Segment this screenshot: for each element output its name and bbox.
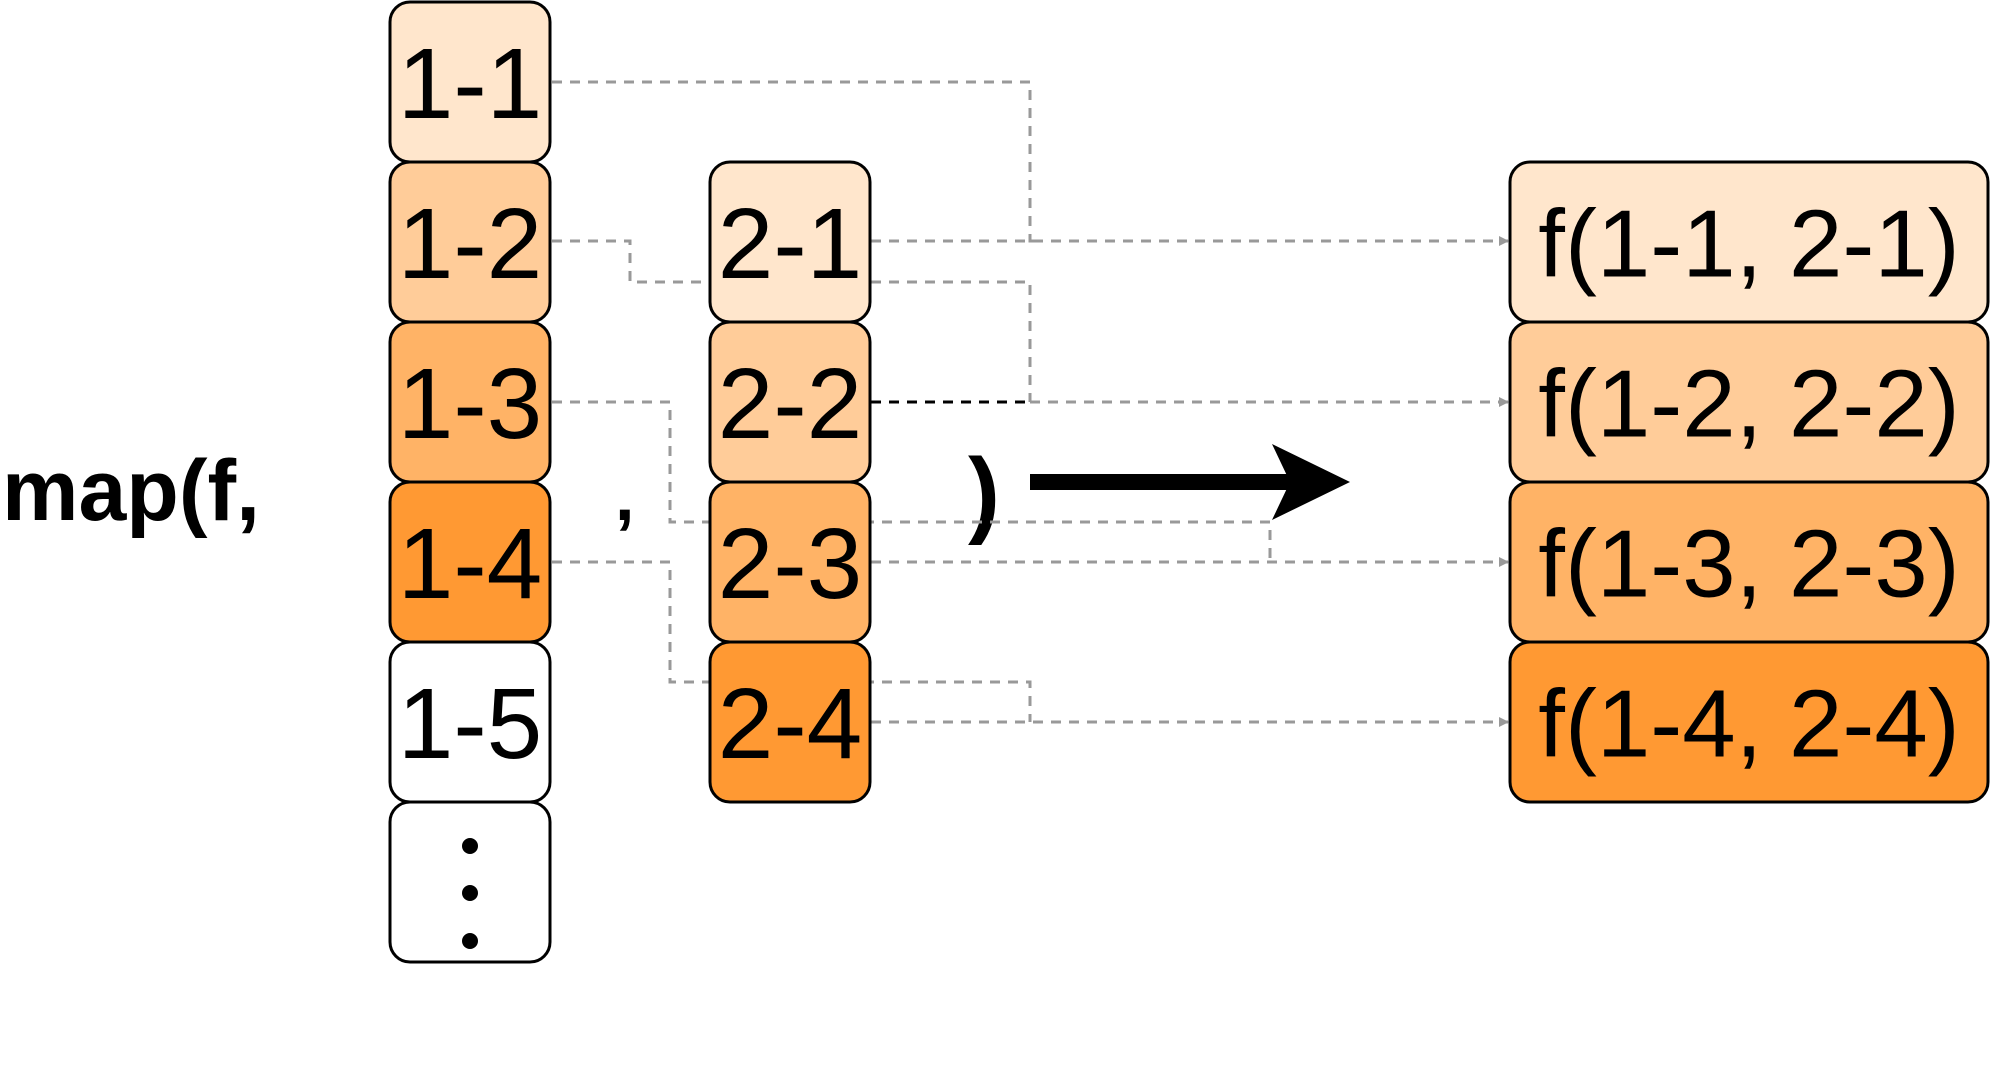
column-1-cell-4-label: 1-4	[398, 508, 543, 620]
column-2: 2-1 2-2 2-3 2-4	[708, 160, 872, 804]
column-1: 1-1 1-2 1-3 1-4 1-5	[388, 0, 552, 964]
right-arrow-icon	[1030, 444, 1350, 520]
column-1-cell-6-box	[388, 800, 552, 964]
column-1-cell-1: 1-1	[388, 0, 552, 164]
connector-1-4	[552, 560, 1032, 722]
column-2-cell-4-box	[708, 640, 872, 804]
column-2-cell-2-label: 2-2	[718, 348, 863, 460]
result-cell-4-box	[1508, 640, 1990, 804]
column-1-cell-4: 1-4	[388, 480, 552, 644]
result-cell-2: f(1-2, 2-2)	[1508, 320, 1990, 484]
column-2-cell-1-label: 2-1	[718, 188, 863, 300]
result-column: f(1-1, 2-1) f(1-2, 2-2) f(1-3, 2-3) f(1-4, …	[1508, 160, 1990, 804]
result-cell-1-label: f(1-1, 2-1)	[1538, 191, 1959, 298]
column-2-cell-4-label: 2-4	[718, 668, 863, 780]
result-cell-4-label: f(1-4, 2-4)	[1538, 671, 1959, 778]
connector-1-3	[552, 400, 1272, 562]
column-1-cell-3-label: 1-3	[398, 348, 543, 460]
result-cell-3: f(1-3, 2-3)	[1508, 480, 1990, 644]
column-1-cell-5: 1-5	[388, 640, 552, 804]
column-1-cell-1-label: 1-1	[398, 28, 543, 140]
closing-paren: )	[968, 439, 1000, 546]
result-cell-3-label: f(1-3, 2-3)	[1538, 511, 1959, 618]
column-2-cell-3-label: 2-3	[718, 508, 863, 620]
result-cell-4: f(1-4, 2-4)	[1508, 640, 1990, 804]
vertical-ellipsis-icon	[462, 838, 478, 949]
column-2-cell-4: 2-4	[708, 640, 872, 804]
column-2-cell-3: 2-3	[708, 480, 872, 644]
column-2-cell-1: 2-1	[708, 160, 872, 324]
column-1-cell-2-label: 1-2	[398, 188, 543, 300]
connector-1-2	[552, 239, 1032, 402]
column-1-cell-6	[388, 800, 552, 964]
result-cell-1: f(1-1, 2-1)	[1508, 160, 1990, 324]
column-2-cell-2: 2-2	[708, 320, 872, 484]
argument-comma: ,	[615, 457, 634, 535]
column-1-cell-2: 1-2	[388, 160, 552, 324]
map-prefix: map(f,	[2, 443, 260, 539]
column-1-cell-5-label: 1-5	[398, 668, 543, 780]
connector-lines	[552, 80, 1509, 727]
result-cell-2-label: f(1-2, 2-2)	[1538, 351, 1959, 458]
column-1-cell-3: 1-3	[388, 320, 552, 484]
connector-1-1	[552, 80, 1040, 243]
